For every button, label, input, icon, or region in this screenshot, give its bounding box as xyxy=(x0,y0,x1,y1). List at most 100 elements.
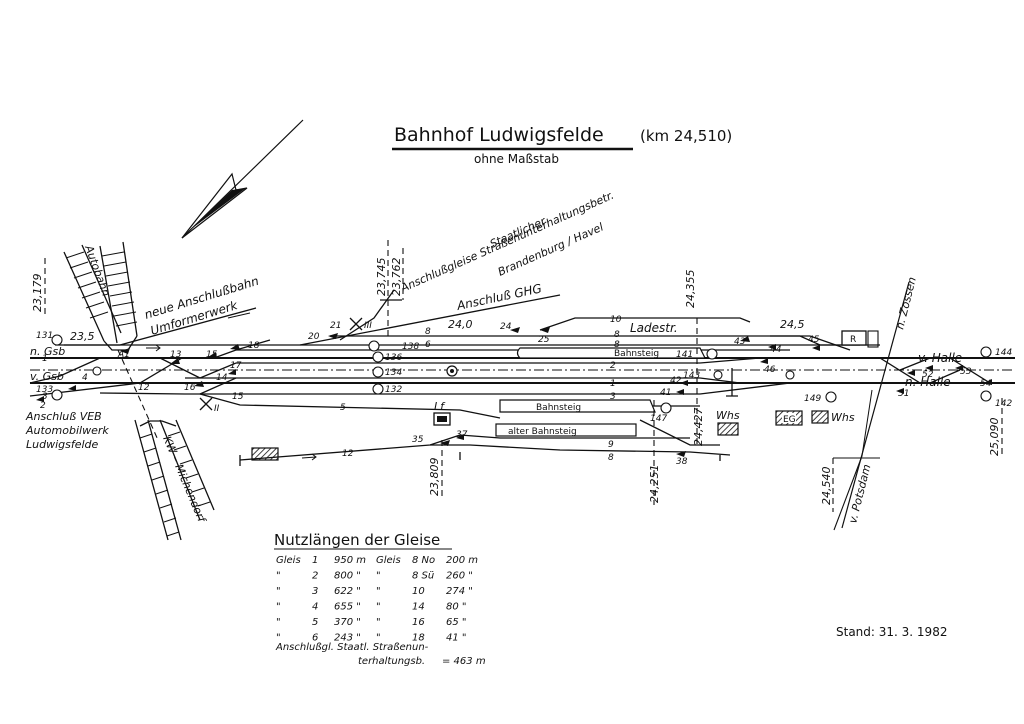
km-23179: 23,179 xyxy=(31,274,44,313)
north-arrow-icon xyxy=(181,119,304,239)
track-num-8-left: 8 xyxy=(425,327,431,337)
switch-13: 13 xyxy=(170,350,182,360)
km-240: 24,0 xyxy=(448,318,473,331)
switch-marks xyxy=(36,327,992,457)
switch-25: 25 xyxy=(538,335,550,345)
km-235: 23,5 xyxy=(70,330,95,343)
veb-label-1: Anschluß VEB xyxy=(25,410,102,423)
table-cell-r3-c5: 80 " xyxy=(446,602,467,613)
switch-21: 21 xyxy=(330,321,341,331)
switch-15-lower: 15 xyxy=(232,392,244,402)
table-cell-r2-c4: 10 xyxy=(412,586,425,597)
km-24427: 24,427 xyxy=(692,408,705,447)
switch-43: 43 xyxy=(734,337,746,347)
switch-45: 45 xyxy=(808,335,820,345)
table-cell-r4-c1: 5 xyxy=(312,617,318,628)
switch-a1: A1 xyxy=(117,350,130,360)
table-footer-2: terhaltungsb. xyxy=(358,656,425,667)
building-r xyxy=(841,330,867,346)
table-heading: Nutzlängen der Gleise xyxy=(274,531,440,549)
anschlussbahn-track xyxy=(64,307,257,346)
switch-38: 38 xyxy=(676,457,688,467)
track-5 xyxy=(199,393,501,419)
switch-15-upper: 15 xyxy=(206,350,218,360)
table-cell-r1-c3: " xyxy=(376,571,381,582)
eg-label: EG xyxy=(783,415,796,425)
ladestr-label: Ladestr. xyxy=(630,321,678,335)
km-markers xyxy=(44,240,1003,512)
signal-133: 133 xyxy=(36,385,53,395)
signal-136: 136 xyxy=(385,353,402,363)
veb-label-2: Automobilwerk xyxy=(25,424,109,437)
key-iii: III xyxy=(364,321,372,331)
table-cell-r1-c5: 260 " xyxy=(446,571,473,582)
signal-142: 142 xyxy=(995,399,1012,409)
stand-date: Stand: 31. 3. 1982 xyxy=(836,625,947,639)
track-num-5: 5 xyxy=(340,403,346,413)
track-9 xyxy=(459,434,690,439)
table-cell-r2-c0: " xyxy=(276,586,281,597)
kw-michendorf-road: KW – Michendorf xyxy=(134,419,215,541)
signal-143: 143 xyxy=(683,371,700,381)
table-cell-r4-c5: 65 " xyxy=(446,617,467,628)
track-num-8-north-b: 8 xyxy=(614,340,620,350)
switch-labels: A1 1 2 3 4 12 13 14 15 15 16 17 18 20 21… xyxy=(40,321,992,467)
switch-24: 24 xyxy=(500,322,512,332)
km-24540: 24,540 xyxy=(820,467,833,506)
alter-bahnsteig xyxy=(495,423,637,437)
switch-51: 51 xyxy=(898,389,909,399)
table-cell-r5-c3: " xyxy=(376,633,381,644)
switch-35: 35 xyxy=(412,435,424,445)
switch-3: 3 xyxy=(42,392,48,402)
switch-2: 2 xyxy=(40,401,46,411)
table-cell-r0-c3: Gleis xyxy=(376,555,401,566)
table-cell-r4-c3: " xyxy=(376,617,381,628)
km-23809: 23,809 xyxy=(428,458,441,497)
plan-title-km: (km 24,510) xyxy=(640,127,732,145)
switch-20: 20 xyxy=(308,332,320,342)
table-cell-r4-c0: " xyxy=(276,617,281,628)
platforms: Bahnsteig Bahnsteig alter Bahnsteig Lf W… xyxy=(251,347,855,461)
table-cell-r0-c2: 950 m xyxy=(334,555,366,566)
table-cell-r5-c4: 18 xyxy=(412,633,425,644)
switch-53: 53 xyxy=(960,367,972,377)
table-cell-r1-c0: " xyxy=(276,571,281,582)
signal-labels: 131 133 136 134 138 132 141 143 147 149 … xyxy=(36,331,1012,424)
lower-sidings xyxy=(199,393,731,466)
whs-label-1: Whs xyxy=(716,409,740,422)
switch-46: 46 xyxy=(764,365,776,375)
signal-131: 131 xyxy=(36,331,53,341)
signals xyxy=(51,334,992,414)
n-gsb-label: n. Gsb xyxy=(30,345,65,358)
plan-subtitle: ohne Maßstab xyxy=(474,152,559,166)
track-10 xyxy=(539,317,751,331)
switch-42: 42 xyxy=(670,376,682,386)
km-23745: 23,745 xyxy=(375,258,388,297)
switch-1: 1 xyxy=(42,354,48,364)
switch-44: 44 xyxy=(770,345,782,355)
upper-sidings: R xyxy=(64,289,879,351)
n-zossen-label: n. Zossen xyxy=(893,276,919,331)
switch-17: 17 xyxy=(230,361,242,371)
track-num-3: 3 xyxy=(610,392,616,402)
switch-37: 37 xyxy=(456,430,468,440)
bahnsteig-upper-label: Bahnsteig xyxy=(614,349,659,359)
table-cell-r1-c2: 800 " xyxy=(334,571,361,582)
table-cell-r5-c0: " xyxy=(276,633,281,644)
table-cell-r4-c2: 370 " xyxy=(334,617,361,628)
v-halle-label: v. Halle xyxy=(918,351,962,365)
table-footer-val: = 463 m xyxy=(442,656,486,667)
signal-132: 132 xyxy=(385,385,402,395)
bahnsteig-upper xyxy=(516,347,706,359)
table-cell-r2-c1: 3 xyxy=(312,586,318,597)
signal-144: 144 xyxy=(995,348,1012,358)
table-cell-r3-c2: 655 " xyxy=(334,602,361,613)
hatched-building-west xyxy=(251,447,279,461)
main-tracks xyxy=(29,339,1015,397)
switch-52: 52 xyxy=(922,370,934,380)
table-cell-r0-c0: Gleis xyxy=(276,555,301,566)
n-halle-label: n. Halle xyxy=(905,375,951,389)
table-cell-r2-c2: 622 " xyxy=(334,586,361,597)
